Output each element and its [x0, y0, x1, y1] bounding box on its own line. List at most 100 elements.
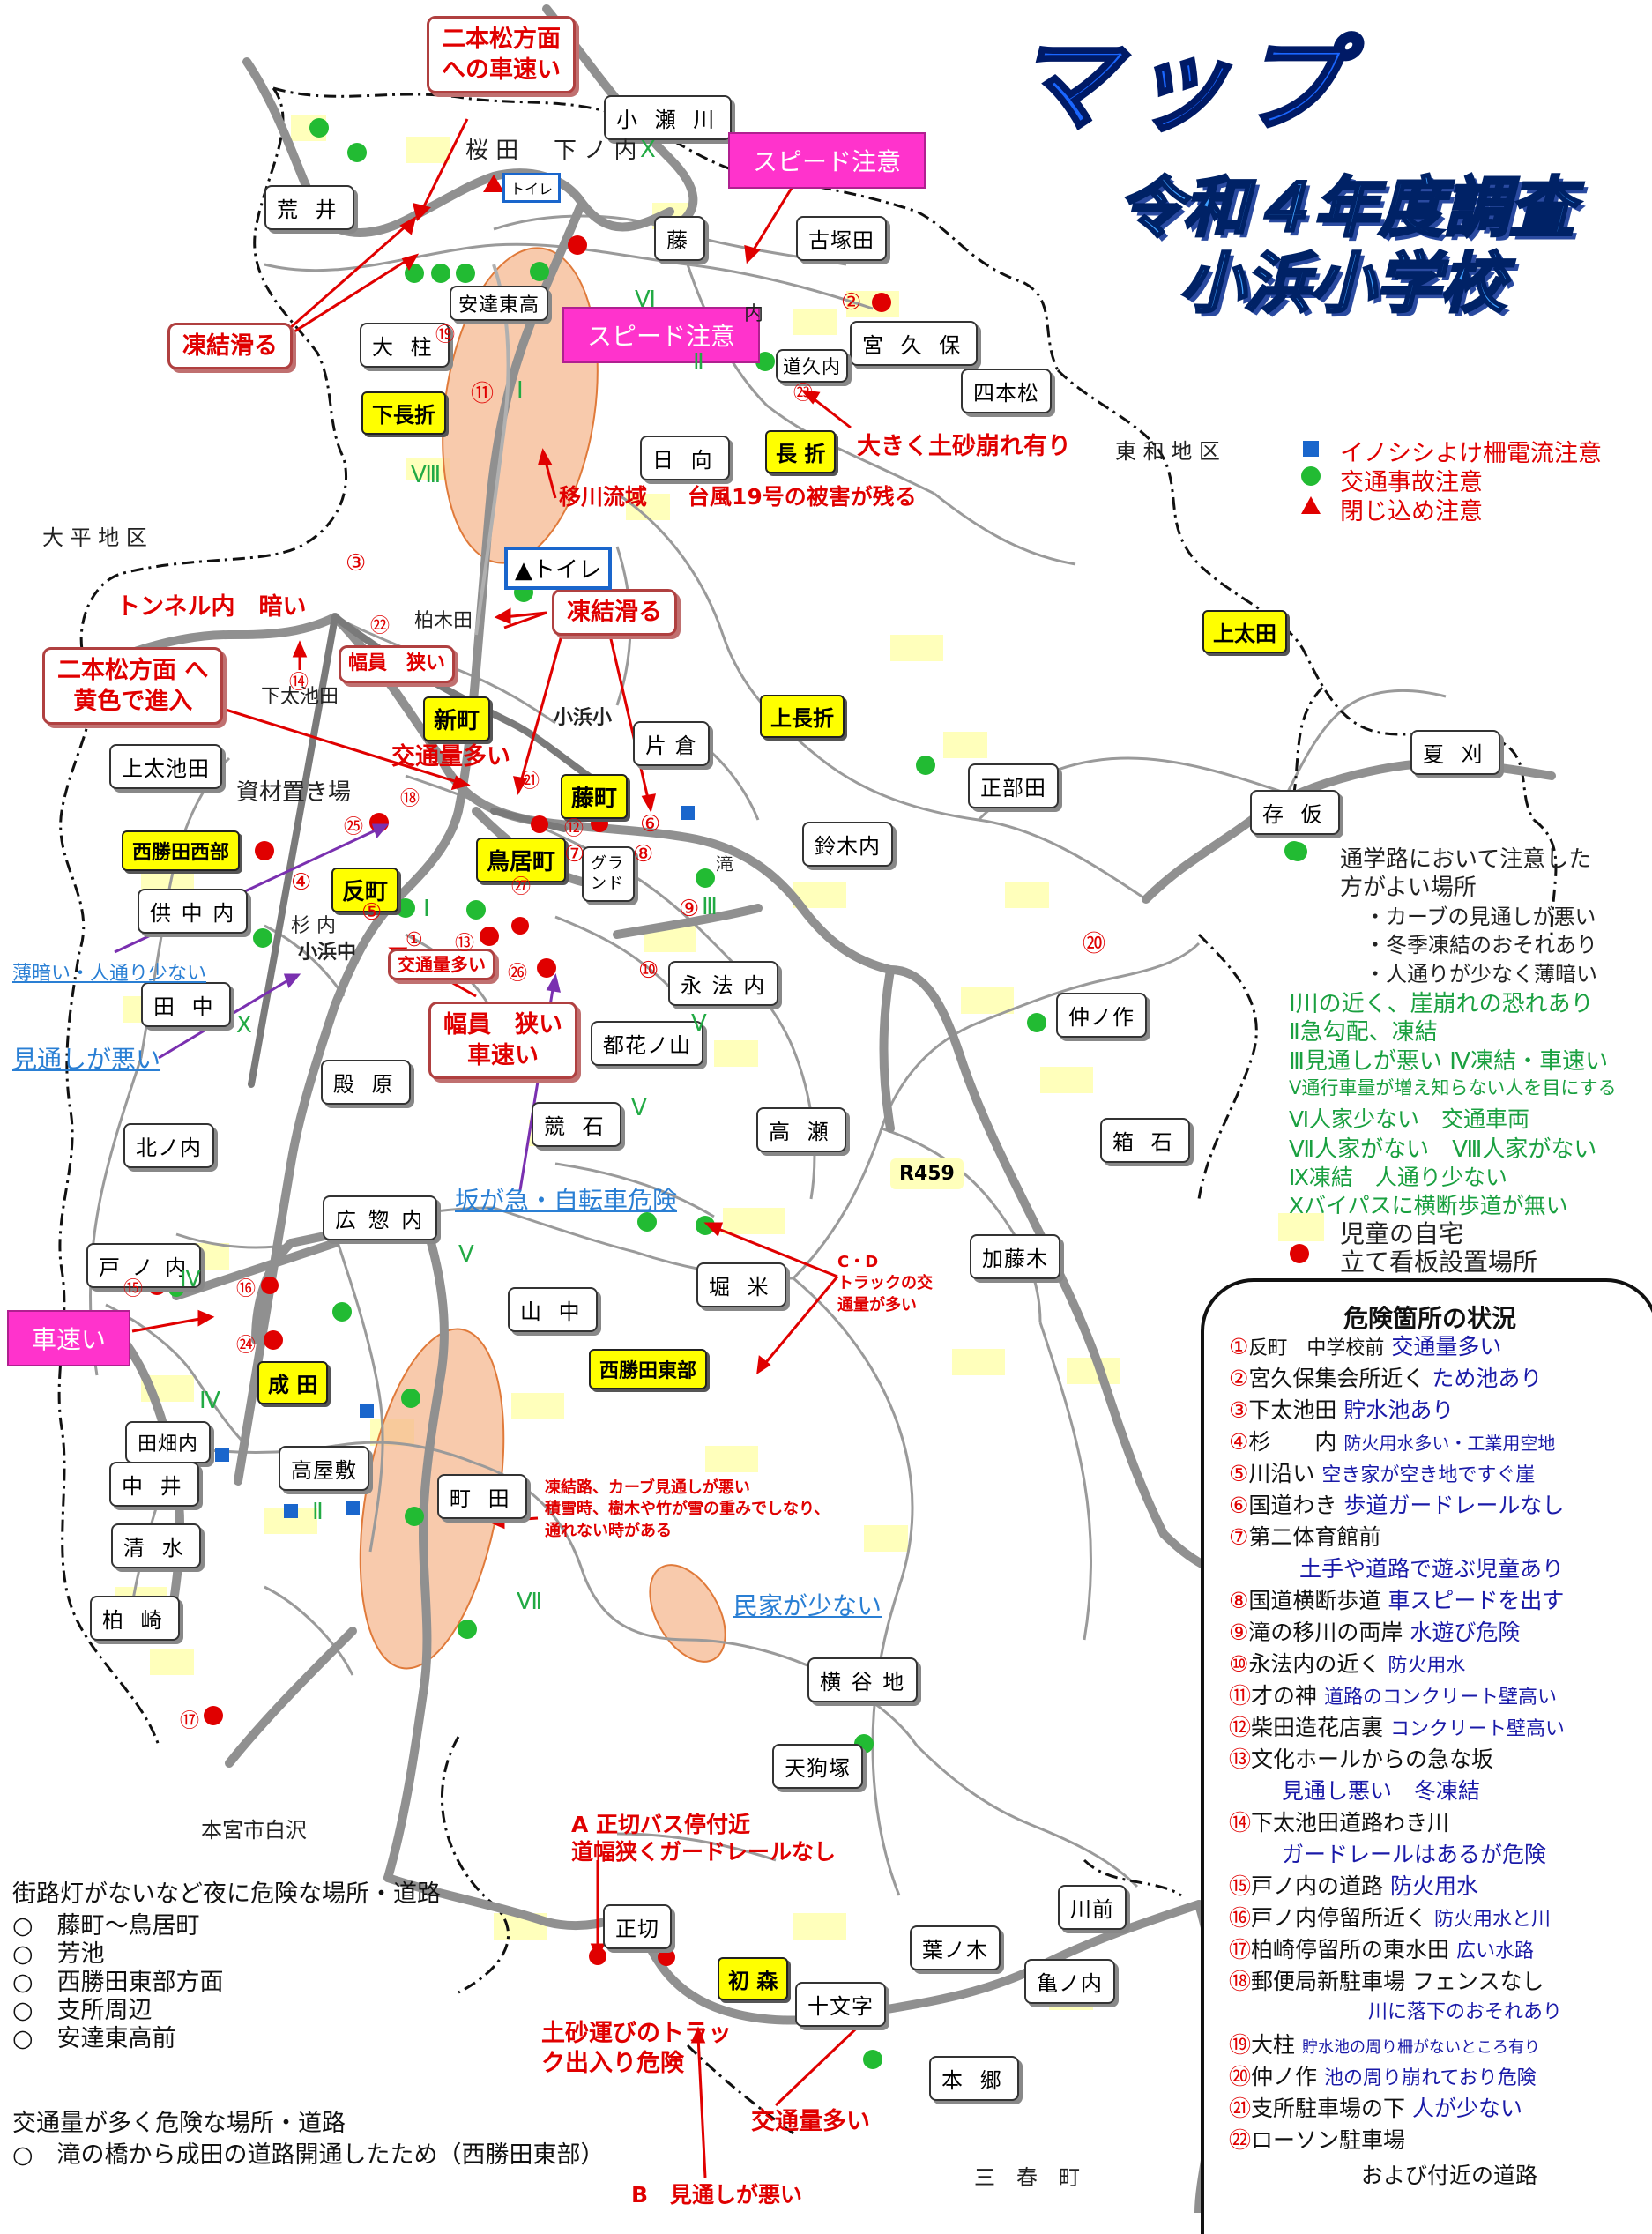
place-tokanoyama: 都花ノ山	[591, 1021, 703, 1066]
warning-narrow-1: 幅員 狭い	[339, 645, 456, 683]
place-dokunai: 道久内	[776, 349, 848, 383]
legend-roman-3: Ⅲ見通しが悪い Ⅳ凍結・車速い	[1289, 1048, 1609, 1075]
legend-roman-1: Ⅰ川の近く、崖崩れの恐れあり	[1289, 991, 1594, 1017]
sign-number: ⑫	[564, 818, 584, 840]
warning-ice-2: 凍結滑る	[552, 589, 677, 637]
sign-number: ⑭	[289, 672, 309, 694]
place-eihonai: 永 法 内	[668, 961, 779, 1006]
danger-item-6: ⑥国道わき 歩道ガードレールなし	[1229, 1493, 1565, 1518]
warning-nihonmatsu-speed: 二本松方面 への車速い	[427, 16, 576, 94]
sign-number: ⑯	[236, 1278, 257, 1300]
place-kosonai: 広 惣 内	[323, 1195, 438, 1240]
danger-item-7-detail: 土手や道路で遊ぶ児童あり	[1299, 1556, 1565, 1582]
sign-number: ①	[406, 929, 423, 951]
place-tonouchi: 戸 ノ 内	[86, 1243, 202, 1288]
area-shinmachi: 新町	[423, 696, 491, 741]
sign-number: ㉕	[344, 816, 364, 838]
place-shimizu: 清 水	[111, 1523, 201, 1568]
district-south: 三 春 町	[974, 2165, 1080, 2190]
danger-item-14-detail: ガードレールはあるが危険	[1282, 1842, 1547, 1867]
sign-number: ⑨	[679, 896, 700, 922]
note-landslide: 大きく土砂崩れ有り	[857, 433, 1071, 460]
danger-item-4: ④杉 内 防火用水多い・工業用空地	[1229, 1429, 1556, 1455]
label-obamachu: 小浜中	[298, 942, 357, 964]
legend-dot-desc-1: 通学路において注意した	[1340, 846, 1592, 873]
roman-marker: Ⅵ	[635, 287, 656, 313]
night-danger-item: ○ 西勝田東部方面	[12, 1969, 224, 1996]
sign-number: ㉒	[370, 615, 391, 637]
note-truck: C・D トラックの交 通量が多い	[837, 1253, 933, 1314]
sign-number: ②	[841, 289, 862, 316]
note-b-visibility: B 見通しが悪い	[631, 2182, 803, 2208]
district-south-west: 本宮市白沢	[201, 1818, 307, 1843]
warning-arrows	[131, 118, 879, 2178]
area-nishikatsuta-west: 西勝田西部	[122, 830, 241, 871]
roman-marker: Ⅰ	[423, 896, 430, 922]
sign-number: ④	[291, 869, 312, 896]
place-arai: 荒 井	[264, 185, 354, 230]
sign-number: ⑱	[400, 788, 420, 810]
danger-item-22-detail: および付近の道路	[1361, 2163, 1538, 2188]
night-danger-item: ○ 藤町〜鳥居町	[12, 1912, 200, 1940]
roman-marker: Ⅴ	[458, 1241, 474, 1268]
warning-traffic-much: 交通量多い	[388, 949, 495, 980]
place-kuchunai: 供 中 内	[138, 889, 249, 934]
note-traffic-heavy: 交通量多い	[391, 743, 510, 771]
label-shimotaikeda: 下太池田	[261, 686, 339, 708]
place-natsukari: 夏 刈	[1410, 730, 1500, 775]
place-jumonji: 十文字	[795, 1982, 886, 2027]
note-steep-slope: 坂が急・自転車危険	[455, 1186, 678, 1215]
place-machida: 町 田	[437, 1474, 527, 1519]
traffic-danger-title: 交通量が多く危険な場所・道路	[12, 2110, 346, 2137]
area-nishikatsuta-east: 西勝田東部	[589, 1349, 708, 1389]
danger-item-14: ⑭下太池田道路わき川	[1229, 1810, 1450, 1836]
danger-item-10: ⑩永法内の近く 防火用水	[1229, 1651, 1466, 1677]
legend-roman-4: Ⅴ通行車量が増え知らない人を目にする	[1289, 1077, 1617, 1098]
danger-panel-title: 危険箇所の状況	[1343, 1304, 1516, 1333]
route-r459: R459	[890, 1158, 964, 1189]
label-shimonouchi: 下 ノ 内	[554, 138, 637, 164]
legend-bullet-2: ・冬季凍結のおそれあり	[1365, 933, 1597, 957]
sign-number: ⑰	[180, 1710, 200, 1732]
place-horigome: 堀 米	[696, 1262, 786, 1307]
night-danger-item: ○ 芳池	[12, 1940, 105, 1968]
note-bus-stop: A 正切バス停付近 道幅狭くガードレールなし	[571, 1812, 837, 1865]
danger-item-3: ③下太池田 貯水池あり	[1229, 1397, 1455, 1423]
place-kashiwazaki: 柏 崎	[90, 1596, 180, 1641]
danger-panel: 危険箇所の状況	[1201, 1278, 1652, 2234]
sign-number: ⑲	[435, 324, 456, 346]
roman-marker: Ⅹ	[236, 1012, 252, 1039]
legend-roman-5: Ⅵ人家少ない 交通車両	[1289, 1106, 1530, 1132]
area-toriimachi: 鳥居町	[476, 838, 567, 882]
place-adachi-higashi-high: 安達東高	[450, 286, 549, 321]
legend-roman-8: Ⅹバイパスに横断歩道が無い	[1289, 1193, 1568, 1218]
legend-boar-fence: イノシシよけ柵電流注意	[1340, 440, 1602, 467]
sign-number: ㉔	[236, 1335, 257, 1357]
danger-item-16: ⑯戸ノ内停留所近く 防火用水と川	[1229, 1905, 1551, 1931]
danger-item-22: ㉒ローソン駐車場	[1229, 2127, 1406, 2153]
sign-number: ⑪	[471, 381, 495, 407]
label-sugiuchi: 杉 内	[291, 915, 336, 937]
roman-marker: Ⅶ	[517, 1589, 543, 1615]
legend-accident: 交通事故注意	[1340, 469, 1483, 496]
place-yonhonmatsu: 四本松	[961, 369, 1052, 413]
roman-marker: Ⅳ	[180, 1266, 201, 1292]
place-zonkari: 存 仮	[1250, 790, 1340, 835]
note-poor-visibility: 見通しが悪い	[12, 1045, 161, 1074]
legend-home: 児童の自宅	[1340, 1219, 1464, 1248]
place-fuji: 藤	[654, 216, 705, 261]
sign-number: ⑮	[123, 1278, 144, 1300]
label-uchi: 内	[744, 303, 764, 325]
danger-item-18-detail: 川に落下のおそれあり	[1368, 2001, 1563, 2023]
place-yokoyachi: 横 谷 地	[807, 1657, 919, 1702]
sign-number: ⑥	[640, 811, 661, 838]
danger-item-11: ⑪才の神 道路のコンクリート壁高い	[1229, 1683, 1557, 1709]
legend-dot-desc-2: 方がよい場所	[1340, 875, 1477, 901]
place-miyakubo: 宮 久 保	[850, 321, 979, 366]
danger-item-20: ⑳仲ノ作 池の周り崩れており危険	[1229, 2064, 1537, 2089]
place-suzukiuchi: 鈴木内	[802, 822, 893, 867]
area-nagaori: 長 折	[765, 430, 837, 473]
legend-blue-square	[1303, 441, 1319, 457]
note-tunnel: トンネル内 暗い	[116, 593, 307, 621]
danger-item-13-detail: 見通し悪い 冬凍結	[1282, 1778, 1481, 1804]
